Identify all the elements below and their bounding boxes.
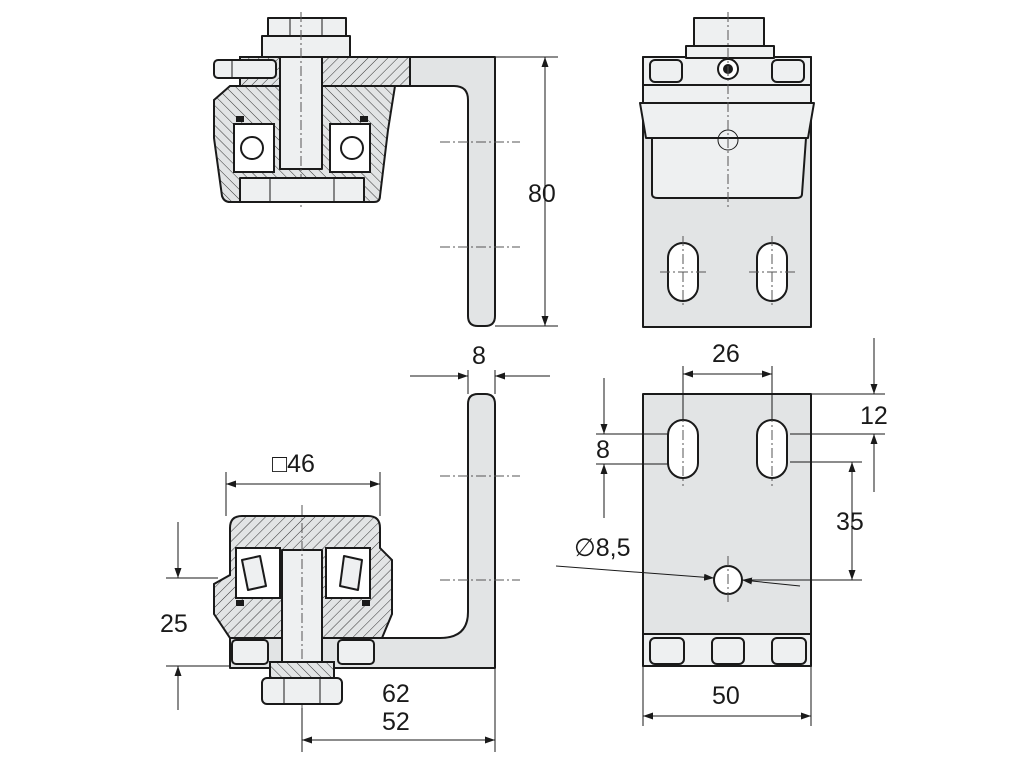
dim-thickness-8: 8 [472, 342, 486, 370]
dim-width-62: 62 [382, 680, 410, 708]
dim-top-offset-12: 12 [860, 402, 888, 430]
view-front-upright [639, 12, 815, 328]
dim-height-25: 25 [160, 610, 188, 638]
dim-diameter-8-5: ∅8,5 [574, 534, 631, 562]
view-front-inverted: 26 12 8 35 ∅8,5 50 [555, 338, 888, 726]
dim-square-46: □46 [272, 450, 315, 478]
dim-slot-width-8: 8 [596, 436, 610, 464]
view-section-inverted: 8 □46 25 62 52 [160, 342, 550, 752]
dim-height-80: 80 [528, 180, 556, 208]
view-section-upright: 80 [213, 12, 558, 327]
dim-slot-spacing-26: 26 [712, 340, 740, 368]
dim-width-52: 52 [382, 708, 410, 736]
dim-width-50: 50 [712, 682, 740, 710]
dim-hole-offset-35: 35 [836, 508, 864, 536]
